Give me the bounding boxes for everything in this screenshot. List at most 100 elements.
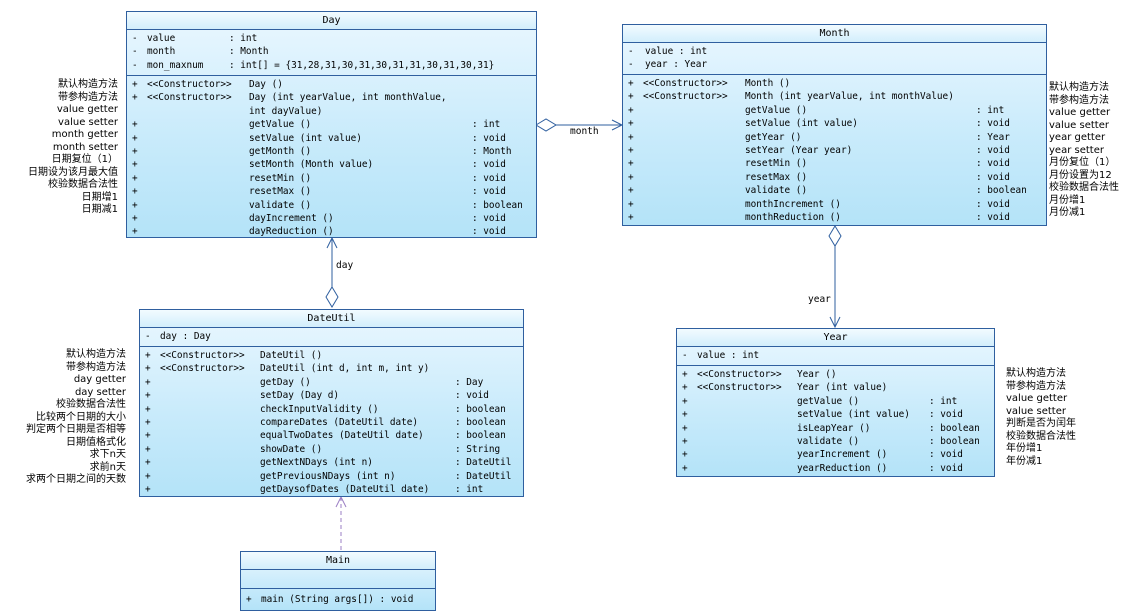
association-label-year: year [808, 294, 831, 305]
operation-signature: resetMax () [745, 171, 808, 183]
note-line: 日期值格式化 [66, 436, 126, 448]
note-line: value setter [1006, 405, 1066, 417]
operation-signature: Day (int yearValue, int monthValue, [249, 92, 447, 104]
return-type: : void [976, 145, 1010, 156]
visibility-marker: - [628, 59, 634, 71]
visibility-marker: + [628, 145, 634, 156]
class-year[interactable]: Year -value : int +<<Constructor>>Year (… [676, 328, 995, 477]
visibility-marker: + [145, 430, 151, 442]
visibility-marker: + [682, 395, 688, 407]
return-type: : String [455, 443, 501, 455]
operation-signature: setDay (Day d) [260, 390, 340, 402]
operation-signature: showDate () [260, 443, 323, 455]
return-type: : int [472, 119, 501, 131]
operation-signature: getValue () [249, 119, 312, 131]
return-type: : void [472, 226, 506, 238]
constructor-stereotype: <<Constructor>> [697, 369, 782, 380]
association-label-month: month [570, 126, 599, 137]
note-line: value getter [1006, 393, 1068, 404]
note-line: day setter [74, 386, 126, 398]
constructor-stereotype: <<Constructor>> [160, 363, 245, 375]
operation-signature: setValue (int value) [249, 132, 362, 144]
operations-section: +main (String args[]) : void [241, 589, 435, 612]
operation-signature: getValue () [797, 395, 860, 407]
operation-signature: yearIncrement () [797, 449, 888, 461]
note-line: 月份复位（1） [1049, 157, 1116, 168]
note-line: value getter [56, 104, 118, 115]
operation-signature: DateUtil (int d, int m, int y) [260, 363, 430, 375]
note-line: 年份减1 [1006, 455, 1043, 467]
operation-signature: DateUtil () [260, 350, 323, 361]
visibility-marker: - [145, 331, 151, 342]
note-line: 月份设置为12 [1049, 169, 1112, 181]
operation-signature: isLeapYear () [797, 422, 871, 434]
return-type: : int [929, 395, 958, 407]
visibility-marker: + [132, 79, 138, 90]
operation-signature: getDaysofDates (DateUtil date) [260, 484, 430, 495]
constructor-stereotype: <<Constructor>> [643, 91, 728, 103]
operation-signature: resetMin () [249, 172, 312, 184]
return-type: : DateUtil [455, 457, 512, 469]
return-type: : boolean [455, 417, 506, 428]
operation-signature: getValue () [745, 104, 808, 116]
class-day[interactable]: Day -value: int-month: Month-mon_maxnum:… [126, 11, 537, 238]
visibility-marker: + [628, 118, 634, 130]
visibility-marker: + [628, 78, 634, 89]
note-line: 判定两个日期是否相等 [26, 424, 126, 435]
visibility-marker: + [145, 443, 151, 455]
return-type: : void [976, 171, 1010, 183]
association-label-day: day [336, 260, 354, 271]
visibility-marker: + [682, 422, 688, 434]
operation-signature: getDay () [260, 376, 311, 388]
class-dateutil[interactable]: DateUtil -day : Day +<<Constructor>>Date… [139, 309, 524, 497]
visibility-marker: - [628, 46, 634, 57]
note-line: 校验数据合法性 [56, 399, 126, 410]
return-type: : boolean [976, 185, 1027, 197]
note-line: 校验数据合法性 [48, 179, 118, 190]
visibility-marker: + [132, 92, 138, 104]
operation-signature: Month (int yearValue, int monthValue) [745, 91, 954, 103]
note-line: 默认构造方法 [58, 79, 118, 90]
visibility-marker: + [682, 462, 688, 474]
visibility-marker: + [628, 171, 634, 183]
attribute-name: year : Year [645, 59, 708, 71]
visibility-marker: + [132, 119, 138, 131]
return-type: : void [472, 213, 506, 224]
visibility-marker: + [145, 470, 151, 482]
visibility-marker: + [132, 132, 138, 144]
class-month[interactable]: Month -value : int-year : Year +<<Constr… [622, 24, 1047, 226]
note-line: 带参构造方法 [58, 91, 118, 103]
visibility-marker: + [132, 226, 138, 238]
operation-signature: resetMax () [249, 186, 312, 198]
attributes-section: -day : Day [140, 328, 523, 347]
operation-signature: setValue (int value) [745, 118, 858, 130]
operations-section: +<<Constructor>>Year ()+<<Constructor>>Y… [677, 366, 994, 478]
operation-signature: getPreviousNDays (int n) [260, 470, 396, 482]
visibility-marker: - [132, 59, 138, 71]
visibility-marker: + [145, 390, 151, 402]
attribute-name: value [147, 33, 176, 44]
visibility-marker: + [132, 172, 138, 184]
note-line: 默认构造方法 [1049, 82, 1109, 93]
return-type: : Day [455, 376, 484, 388]
operations-section: +<<Constructor>>DateUtil ()+<<Constructo… [140, 347, 523, 498]
constructor-stereotype: <<Constructor>> [643, 78, 728, 89]
operation-signature: checkInputValidity () [260, 403, 379, 415]
operation-signature: getNextNDays (int n) [260, 457, 373, 469]
operation-signature: setYear (Year year) [745, 145, 853, 156]
note-line: 日期设为该月最大值 [28, 166, 118, 178]
note-line: 日期复位（1） [51, 154, 118, 165]
visibility-marker: + [145, 417, 151, 428]
return-type: : void [472, 186, 506, 198]
operation-signature: Year (int value) [797, 382, 888, 394]
return-type: : Year [976, 131, 1010, 143]
return-type: : int [455, 484, 484, 495]
visibility-marker: + [628, 198, 634, 210]
visibility-marker: - [682, 350, 688, 361]
note-line: 求两个日期之间的天数 [26, 474, 126, 485]
class-main[interactable]: Main +main (String args[]) : void [240, 551, 436, 611]
visibility-marker: + [145, 376, 151, 388]
return-type: : void [976, 118, 1010, 130]
attribute-name: month [147, 46, 176, 58]
